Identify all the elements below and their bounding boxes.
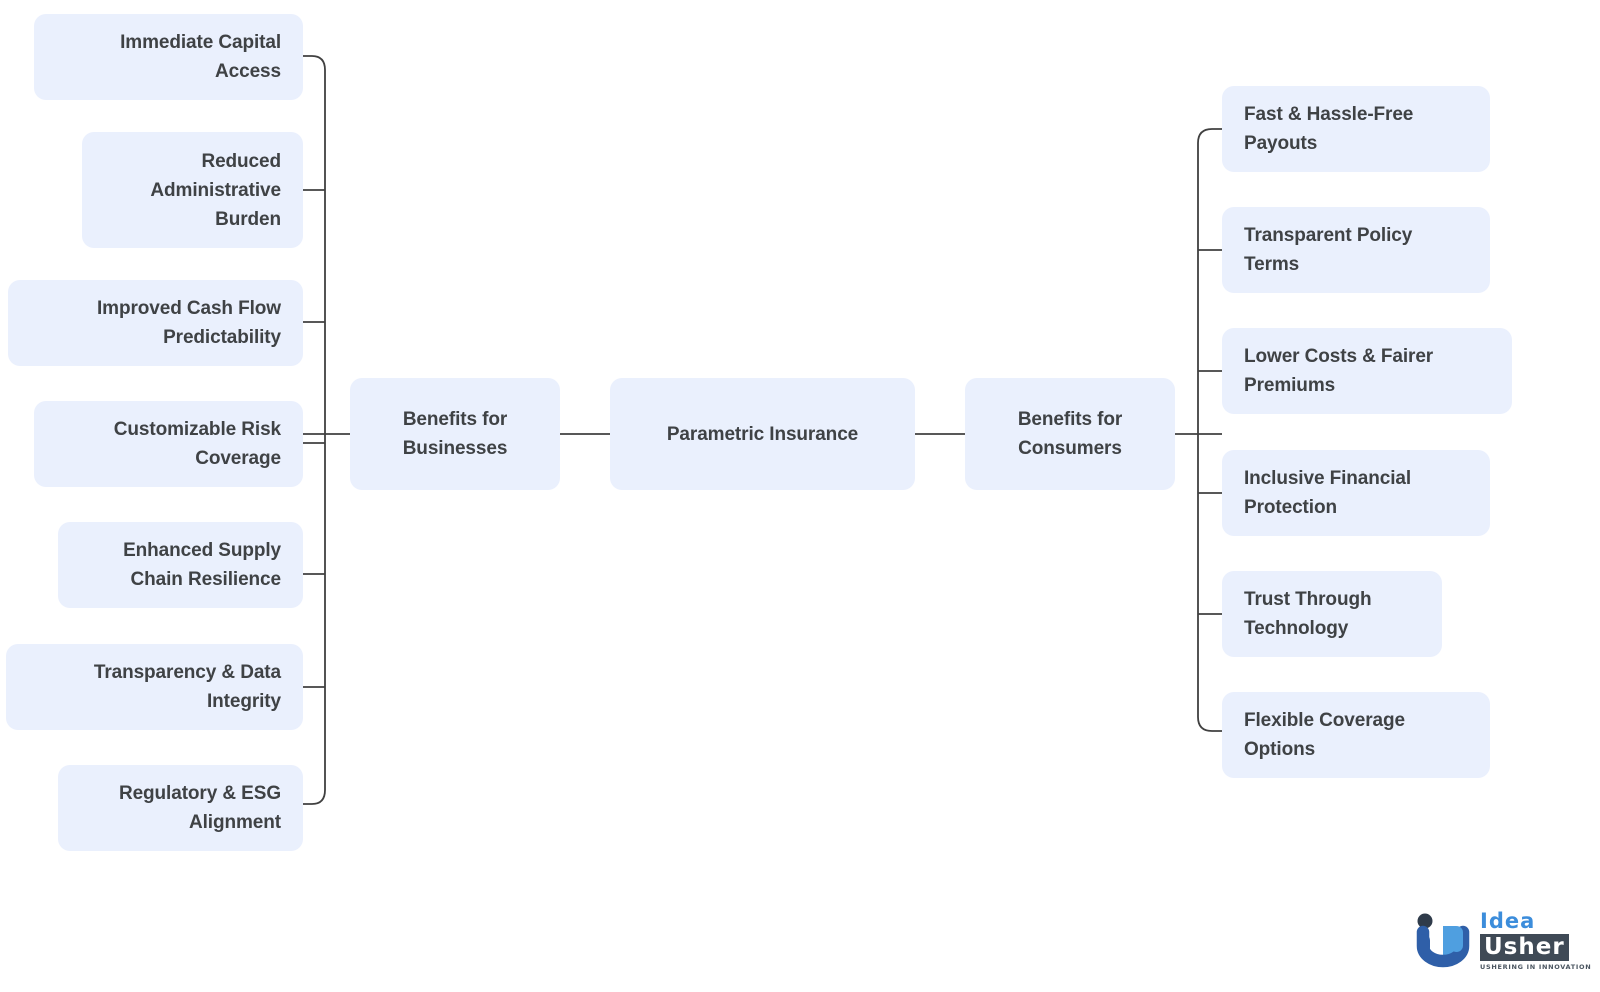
node-benefits-for-consumers[interactable]: Benefits for Consumers <box>965 378 1175 490</box>
node-regulatory-esg-alignment[interactable]: Regulatory & ESG Alignment <box>58 765 303 851</box>
logo-word-usher: Usher <box>1484 934 1565 960</box>
node-customizable-risk-coverage[interactable]: Customizable Risk Coverage <box>34 401 303 487</box>
node-transparent-policy-terms[interactable]: Transparent Policy Terms <box>1222 207 1490 293</box>
node-improved-cash-flow-predictability[interactable]: Improved Cash Flow Predictability <box>8 280 303 366</box>
node-lower-costs-fairer-premiums[interactable]: Lower Costs & Fairer Premiums <box>1222 328 1512 414</box>
left-spine <box>303 55 326 805</box>
node-immediate-capital-access[interactable]: Immediate Capital Access <box>34 14 303 100</box>
logo-lettering: Idea Usher USHERING IN INNOVATION <box>1480 910 1592 971</box>
node-fast-hassle-free-payouts[interactable]: Fast & Hassle-Free Payouts <box>1222 86 1490 172</box>
node-transparency-data-integrity[interactable]: Transparency & Data Integrity <box>6 644 303 730</box>
node-parametric-insurance-root[interactable]: Parametric Insurance <box>610 378 915 490</box>
logo-usher-box: Usher <box>1480 934 1569 961</box>
right-spine <box>1197 128 1222 732</box>
node-trust-through-technology[interactable]: Trust Through Technology <box>1222 571 1442 657</box>
node-flexible-coverage-options[interactable]: Flexible Coverage Options <box>1222 692 1490 778</box>
logo-word-idea: Idea <box>1480 909 1536 933</box>
logo-dot <box>1417 913 1433 929</box>
logo-tagline: USHERING IN INNOVATION <box>1480 963 1592 971</box>
node-reduced-administrative-burden[interactable]: Reduced Administrative Burden <box>82 132 303 248</box>
idea-usher-logo: Idea Usher USHERING IN INNOVATION <box>1412 900 1592 982</box>
logo-u-mark <box>1416 913 1470 968</box>
node-benefits-for-businesses[interactable]: Benefits for Businesses <box>350 378 560 490</box>
node-enhanced-supply-chain-resilience[interactable]: Enhanced Supply Chain Resilience <box>58 522 303 608</box>
node-inclusive-financial-protection[interactable]: Inclusive Financial Protection <box>1222 450 1490 536</box>
